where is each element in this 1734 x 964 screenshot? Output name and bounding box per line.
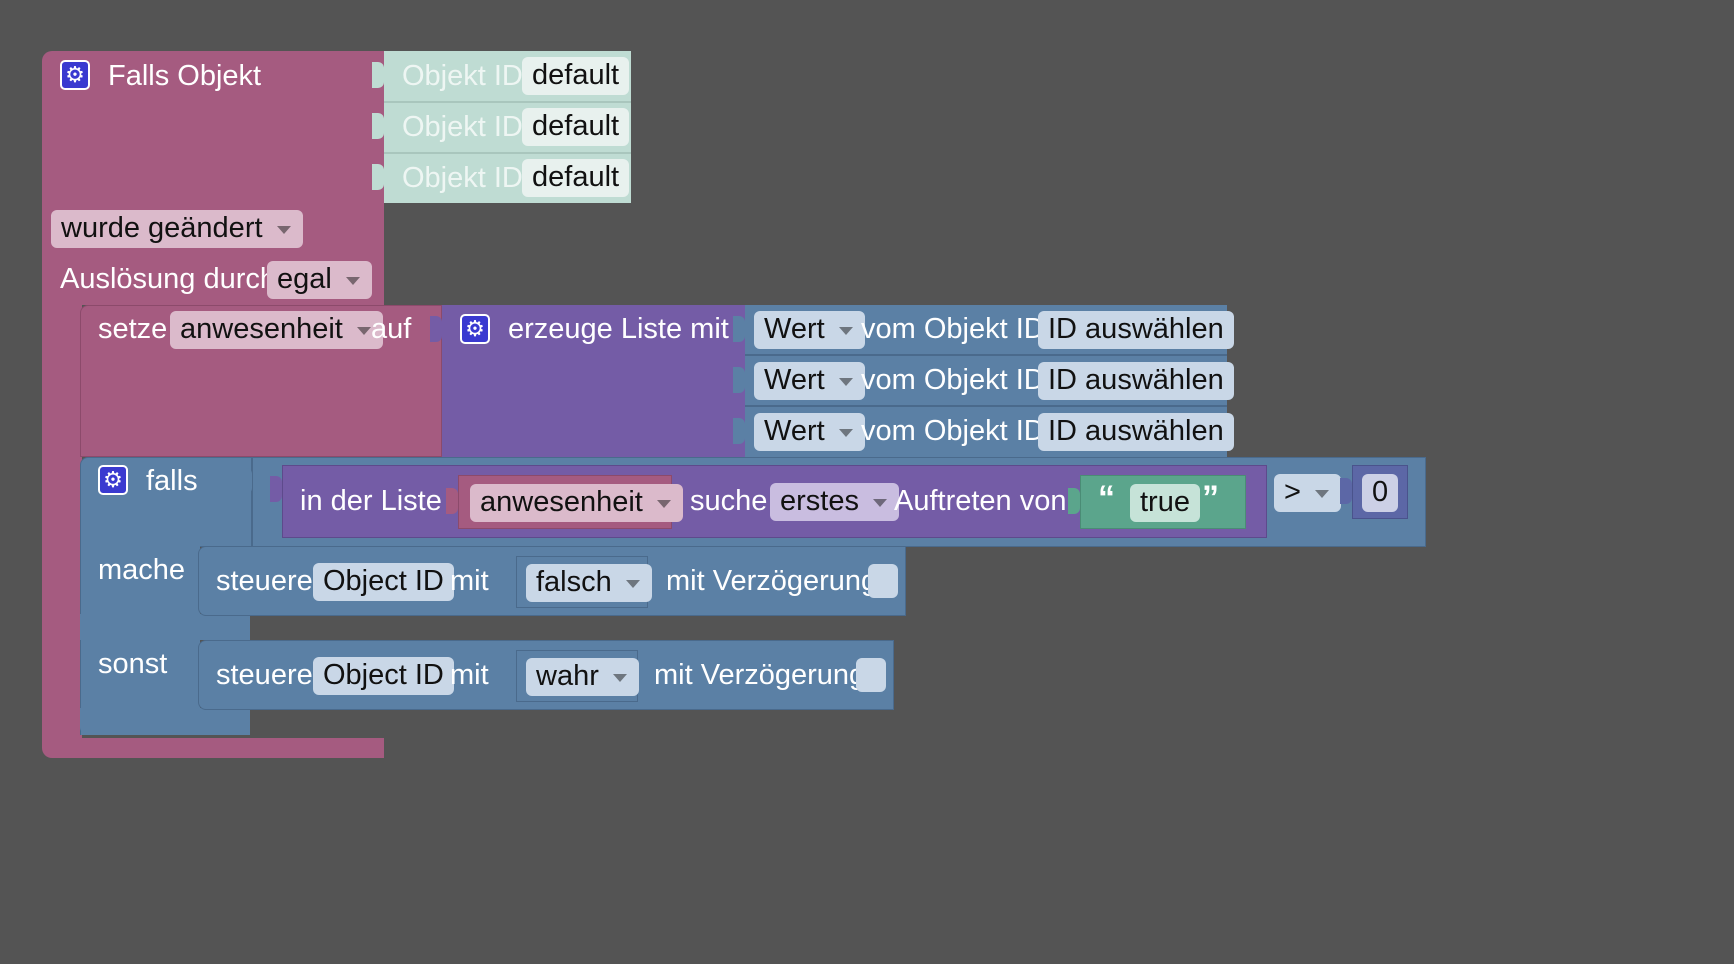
input-connector	[372, 113, 384, 139]
boolean-value: falsch	[536, 566, 612, 598]
number-field[interactable]: 0	[1362, 474, 1399, 512]
list-variable-value: anwesenheit	[480, 486, 643, 518]
in-list-label: in der Liste	[300, 485, 442, 517]
gear-icon[interactable]: ⚙	[60, 60, 90, 90]
if-label: falls	[146, 465, 198, 497]
delay-label: mit Verzögerung	[654, 659, 866, 691]
object-id-label: vom Objekt ID	[861, 313, 1045, 345]
chevron-down-icon	[356, 327, 371, 335]
set-label: setze	[98, 313, 168, 345]
gear-icon[interactable]: ⚙	[98, 465, 128, 495]
trigger-block-bottom	[42, 738, 384, 758]
delay-label: mit Verzögerung	[666, 565, 878, 597]
open-quote-icon: “	[1098, 479, 1115, 517]
object-id-field[interactable]: default	[522, 108, 630, 146]
with-label: mit	[450, 565, 489, 597]
object-id-label: vom Objekt ID	[861, 364, 1045, 396]
select-id-button[interactable]: ID auswählen	[1038, 362, 1234, 400]
input-connector	[240, 468, 252, 494]
variable-value: anwesenheit	[180, 313, 343, 345]
divider	[384, 101, 631, 103]
chevron-down-icon	[872, 499, 887, 507]
object-id-label: vom Objekt ID	[861, 415, 1045, 447]
event-dropdown[interactable]: wurde geändert	[51, 210, 303, 248]
do-label: mache	[98, 554, 186, 586]
divider	[745, 354, 1227, 356]
object-id-field[interactable]: default	[522, 159, 630, 197]
delay-checkbox[interactable]	[856, 658, 886, 692]
input-connector	[372, 62, 384, 88]
find-label: suche	[690, 485, 768, 517]
variable-dropdown[interactable]: anwesenheit	[170, 311, 383, 349]
chevron-down-icon	[838, 327, 853, 335]
create-list-body	[442, 305, 747, 457]
value-type-value: Wert	[764, 313, 825, 345]
value-type-value: Wert	[764, 364, 825, 396]
list-variable-dropdown[interactable]: anwesenheit	[470, 484, 683, 522]
value-type-dropdown[interactable]: Wert	[754, 362, 865, 400]
trigger-block-spine	[42, 305, 82, 743]
object-id-select-button[interactable]: Object ID	[313, 657, 454, 695]
value-type-dropdown[interactable]: Wert	[754, 311, 865, 349]
input-connector	[372, 164, 384, 190]
chevron-down-icon	[656, 500, 671, 508]
text-value-field[interactable]: true	[1130, 484, 1200, 522]
input-connector	[733, 418, 745, 444]
chevron-down-icon	[838, 378, 853, 386]
select-id-button[interactable]: ID auswählen	[1038, 413, 1234, 451]
object-id-label: Objekt ID	[402, 162, 523, 194]
find-dropdown[interactable]: erstes	[770, 483, 899, 521]
divider	[745, 405, 1227, 407]
boolean-dropdown[interactable]: wahr	[526, 658, 639, 696]
trigger-source-label: Auslösung durch	[60, 263, 277, 295]
value-type-value: Wert	[764, 415, 825, 447]
with-label: mit	[450, 659, 489, 691]
chevron-down-icon	[345, 277, 360, 285]
if-block-middle	[80, 614, 250, 640]
input-connector	[504, 663, 516, 689]
if-block-bottom	[80, 708, 250, 735]
value-type-dropdown[interactable]: Wert	[754, 413, 865, 451]
close-quote-icon: ”	[1202, 479, 1219, 517]
delay-checkbox[interactable]	[868, 564, 898, 598]
operator-dropdown[interactable]: >	[1274, 474, 1341, 512]
object-id-field[interactable]: default	[522, 57, 630, 95]
operator-value: >	[1284, 476, 1301, 508]
trigger-title: Falls Objekt	[108, 60, 262, 92]
gear-icon[interactable]: ⚙	[460, 314, 490, 344]
input-connector	[1068, 488, 1080, 514]
input-connector	[504, 569, 516, 595]
input-connector	[430, 316, 442, 342]
to-label: auf	[371, 313, 412, 345]
input-connector	[733, 367, 745, 393]
boolean-dropdown[interactable]: falsch	[526, 564, 652, 602]
control-label: steuere	[216, 659, 313, 691]
input-connector	[733, 316, 745, 342]
boolean-value: wahr	[536, 660, 599, 692]
select-id-button[interactable]: ID auswählen	[1038, 311, 1234, 349]
event-dropdown-value: wurde geändert	[61, 212, 263, 244]
trigger-source-dropdown[interactable]: egal	[267, 261, 372, 299]
object-id-label: Objekt ID	[402, 111, 523, 143]
object-id-select-button[interactable]: Object ID	[313, 563, 454, 601]
occurrence-label: Auftreten von	[894, 485, 1067, 517]
else-label: sonst	[98, 648, 168, 680]
input-connector	[446, 488, 458, 514]
divider	[384, 152, 631, 154]
if-block-spine	[80, 545, 200, 735]
input-connector	[1340, 478, 1352, 504]
chevron-down-icon	[612, 674, 627, 682]
create-list-label: erzeuge Liste mit	[508, 313, 729, 345]
chevron-down-icon	[276, 226, 291, 234]
control-label: steuere	[216, 565, 313, 597]
find-value: erstes	[780, 485, 859, 517]
trigger-source-value: egal	[277, 263, 332, 295]
input-connector	[270, 476, 282, 502]
chevron-down-icon	[838, 429, 853, 437]
object-id-label: Objekt ID	[402, 60, 523, 92]
chevron-down-icon	[625, 580, 640, 588]
chevron-down-icon	[1314, 490, 1329, 498]
